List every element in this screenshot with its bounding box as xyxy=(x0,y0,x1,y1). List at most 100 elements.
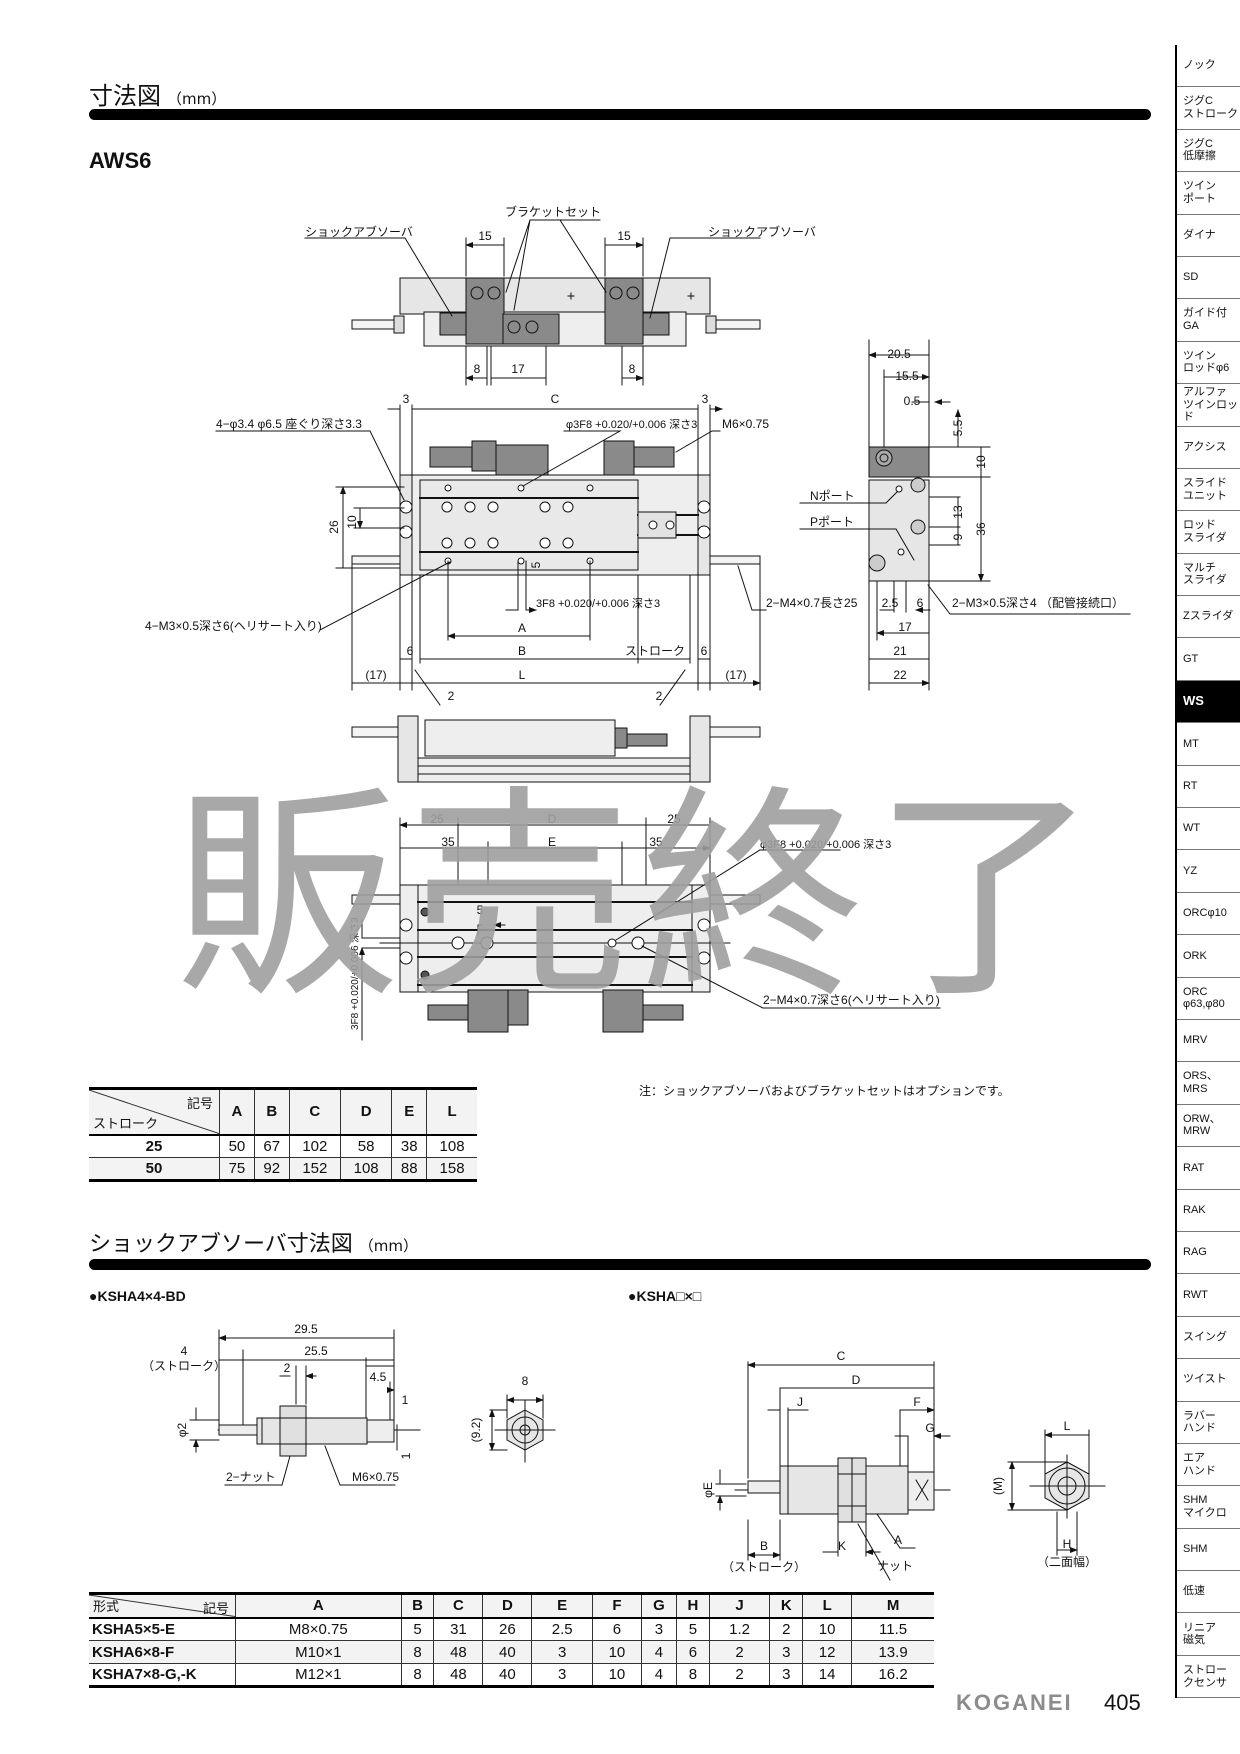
section-title-shock-absorber: ショックアブソーバ寸法図（mm） xyxy=(89,1226,418,1258)
sidebar-tab[interactable]: マルチ スライダ xyxy=(1177,554,1240,597)
table-cell: 6 xyxy=(591,1617,642,1641)
ksha4-dim-8: 8 xyxy=(522,1374,529,1388)
sidebar-tab[interactable]: ラバー ハンド xyxy=(1177,1402,1240,1444)
table-cell: M8×0.75 xyxy=(235,1617,402,1641)
table-cell: 13.9 xyxy=(851,1640,934,1664)
sidebar-tab[interactable]: ORK xyxy=(1177,935,1240,978)
sidebar-tab[interactable]: WT xyxy=(1177,808,1240,851)
column-header: B xyxy=(400,1593,434,1618)
sidebar-tab[interactable]: GT xyxy=(1177,638,1240,681)
row-key: KSHA5×5-E xyxy=(92,1620,175,1638)
sidebar-tab[interactable]: WS xyxy=(1177,680,1240,724)
sidebar-tab[interactable]: ORS、 MRS xyxy=(1177,1062,1240,1105)
dim-B: B xyxy=(518,644,526,658)
table-cell: 4 xyxy=(640,1663,677,1687)
sidebar-tab[interactable]: スイング xyxy=(1177,1317,1240,1360)
sidebar-tab[interactable]: ダイナ xyxy=(1177,215,1240,257)
mark-2-left: 2 xyxy=(448,689,455,703)
side-dim-13: 13 xyxy=(951,505,965,519)
ksha-stroke: （ストローク） xyxy=(722,1560,806,1574)
sidebar-tab[interactable]: ノック xyxy=(1177,45,1240,88)
section2-title-text: ショックアブソーバ寸法図 xyxy=(89,1232,353,1257)
column-header: F xyxy=(591,1593,642,1618)
table-cell: 3 xyxy=(640,1617,677,1641)
column-header: D xyxy=(482,1593,532,1618)
sidebar-tab[interactable]: ストロー クセンサ xyxy=(1177,1656,1240,1699)
aws6-side-elevation xyxy=(351,715,761,783)
table-corner-header: 記号ストローク xyxy=(89,1089,220,1135)
sidebar-tab[interactable]: RAT xyxy=(1177,1147,1240,1190)
sidebar-tab[interactable]: ORC φ63,φ80 xyxy=(1177,978,1240,1020)
ksha-nut: ナット xyxy=(877,1559,913,1573)
sidebar-tab[interactable]: ジグC ストローク xyxy=(1177,87,1240,130)
table-cell: 152 xyxy=(288,1157,341,1181)
sidebar-tab[interactable]: ガイド付 GA xyxy=(1177,299,1240,342)
sidebar-tab[interactable]: MT xyxy=(1177,723,1240,766)
table-cell: 3 xyxy=(531,1663,593,1687)
sidebar-tab[interactable]: ジグC 低摩擦 xyxy=(1177,130,1240,173)
label-n-port: Nポート xyxy=(810,489,855,503)
table-cell: 58 xyxy=(339,1134,392,1158)
column-header: G xyxy=(640,1593,677,1618)
table-cell: M10×1 xyxy=(235,1640,402,1664)
sidebar-tab[interactable]: 低速 xyxy=(1177,1571,1240,1614)
table-cell: 4 xyxy=(640,1640,677,1664)
sidebar-tab[interactable]: RWT xyxy=(1177,1274,1240,1317)
sidebar-tab[interactable]: SHM xyxy=(1177,1529,1240,1572)
column-header: M xyxy=(851,1593,934,1618)
sidebar-tab[interactable]: RAK xyxy=(1177,1190,1240,1232)
label-slot-3f8: 3F8 +0.020/+0.006 深さ3 xyxy=(536,597,660,610)
row-key: 25 xyxy=(145,1137,163,1155)
table-cell: 3 xyxy=(769,1663,803,1687)
ksha-dim-E: φE xyxy=(701,1482,715,1498)
ksha4-nut: 2−ナット xyxy=(226,1470,276,1484)
label-pipe-port: 2−M3×0.5深さ4 （配管接続口） xyxy=(952,595,1124,610)
sidebar-tab[interactable]: RT xyxy=(1177,766,1240,809)
sidebar-tab[interactable]: リニア 磁気 xyxy=(1177,1613,1240,1656)
sidebar-tab[interactable]: アルファ ツインロッド xyxy=(1177,384,1240,427)
table-cell: 40 xyxy=(482,1663,532,1687)
bottom-dim-35-left: 35 xyxy=(441,835,455,849)
ksha-dim-D: D xyxy=(852,1373,861,1387)
side-dim-22: 22 xyxy=(893,668,907,682)
column-header: H xyxy=(676,1593,710,1618)
sidebar-tab[interactable]: ツイスト xyxy=(1177,1359,1240,1402)
table-cell: 8 xyxy=(676,1663,710,1687)
sidebar-tab[interactable]: ツイン ロッドφ6 xyxy=(1177,342,1240,385)
table-cell: 40 xyxy=(482,1640,532,1664)
table-cell: 92 xyxy=(253,1157,290,1181)
sidebar-tab[interactable]: Zスライダ xyxy=(1177,596,1240,639)
row-key: KSHA6×8-F xyxy=(92,1643,175,1661)
sidebar-tab[interactable]: エア ハンド xyxy=(1177,1444,1240,1487)
sidebar-tab[interactable]: RAG xyxy=(1177,1232,1240,1275)
sidebar-tab[interactable]: ロッド スライダ xyxy=(1177,511,1240,554)
table-cell: 3 xyxy=(769,1640,803,1664)
column-header: L xyxy=(802,1593,852,1618)
sidebar-tab[interactable]: MRV xyxy=(1177,1020,1240,1063)
column-header: B xyxy=(253,1088,290,1135)
sidebar-tab[interactable]: ツイン ポート xyxy=(1177,172,1240,215)
sidebar-tab[interactable]: ORW、 MRW xyxy=(1177,1105,1240,1148)
sidebar-tab[interactable]: SD xyxy=(1177,257,1240,300)
sidebar-tab[interactable]: スライド ユニット xyxy=(1177,469,1240,512)
ksha4-dim-2: 2 xyxy=(284,1361,291,1375)
technical-drawings: ブラケットセット ショックアブソーバ ショックアブソーバ 15 15 8 17 … xyxy=(142,204,1131,1581)
table-cell: 67 xyxy=(253,1134,290,1158)
aws6-plan-view xyxy=(215,405,766,706)
sidebar-tab[interactable]: SHM マイクロ xyxy=(1177,1486,1240,1529)
sidebar-tab[interactable]: YZ xyxy=(1177,850,1240,893)
dim-6-left: 6 xyxy=(407,644,414,658)
label-m6-thread: M6×0.75 xyxy=(722,417,769,431)
ksha4-dim-9-2: (9.2) xyxy=(469,1418,483,1443)
table-cell: 2.5 xyxy=(531,1617,593,1641)
sidebar-tab[interactable]: アクシス xyxy=(1177,427,1240,469)
section-title-dimensions: 寸法図（mm） xyxy=(89,76,226,111)
table-cell: 5 xyxy=(676,1617,710,1641)
ksha4-drawing xyxy=(190,1329,556,1486)
sidebar-tab[interactable]: ORCφ10 xyxy=(1177,893,1240,936)
